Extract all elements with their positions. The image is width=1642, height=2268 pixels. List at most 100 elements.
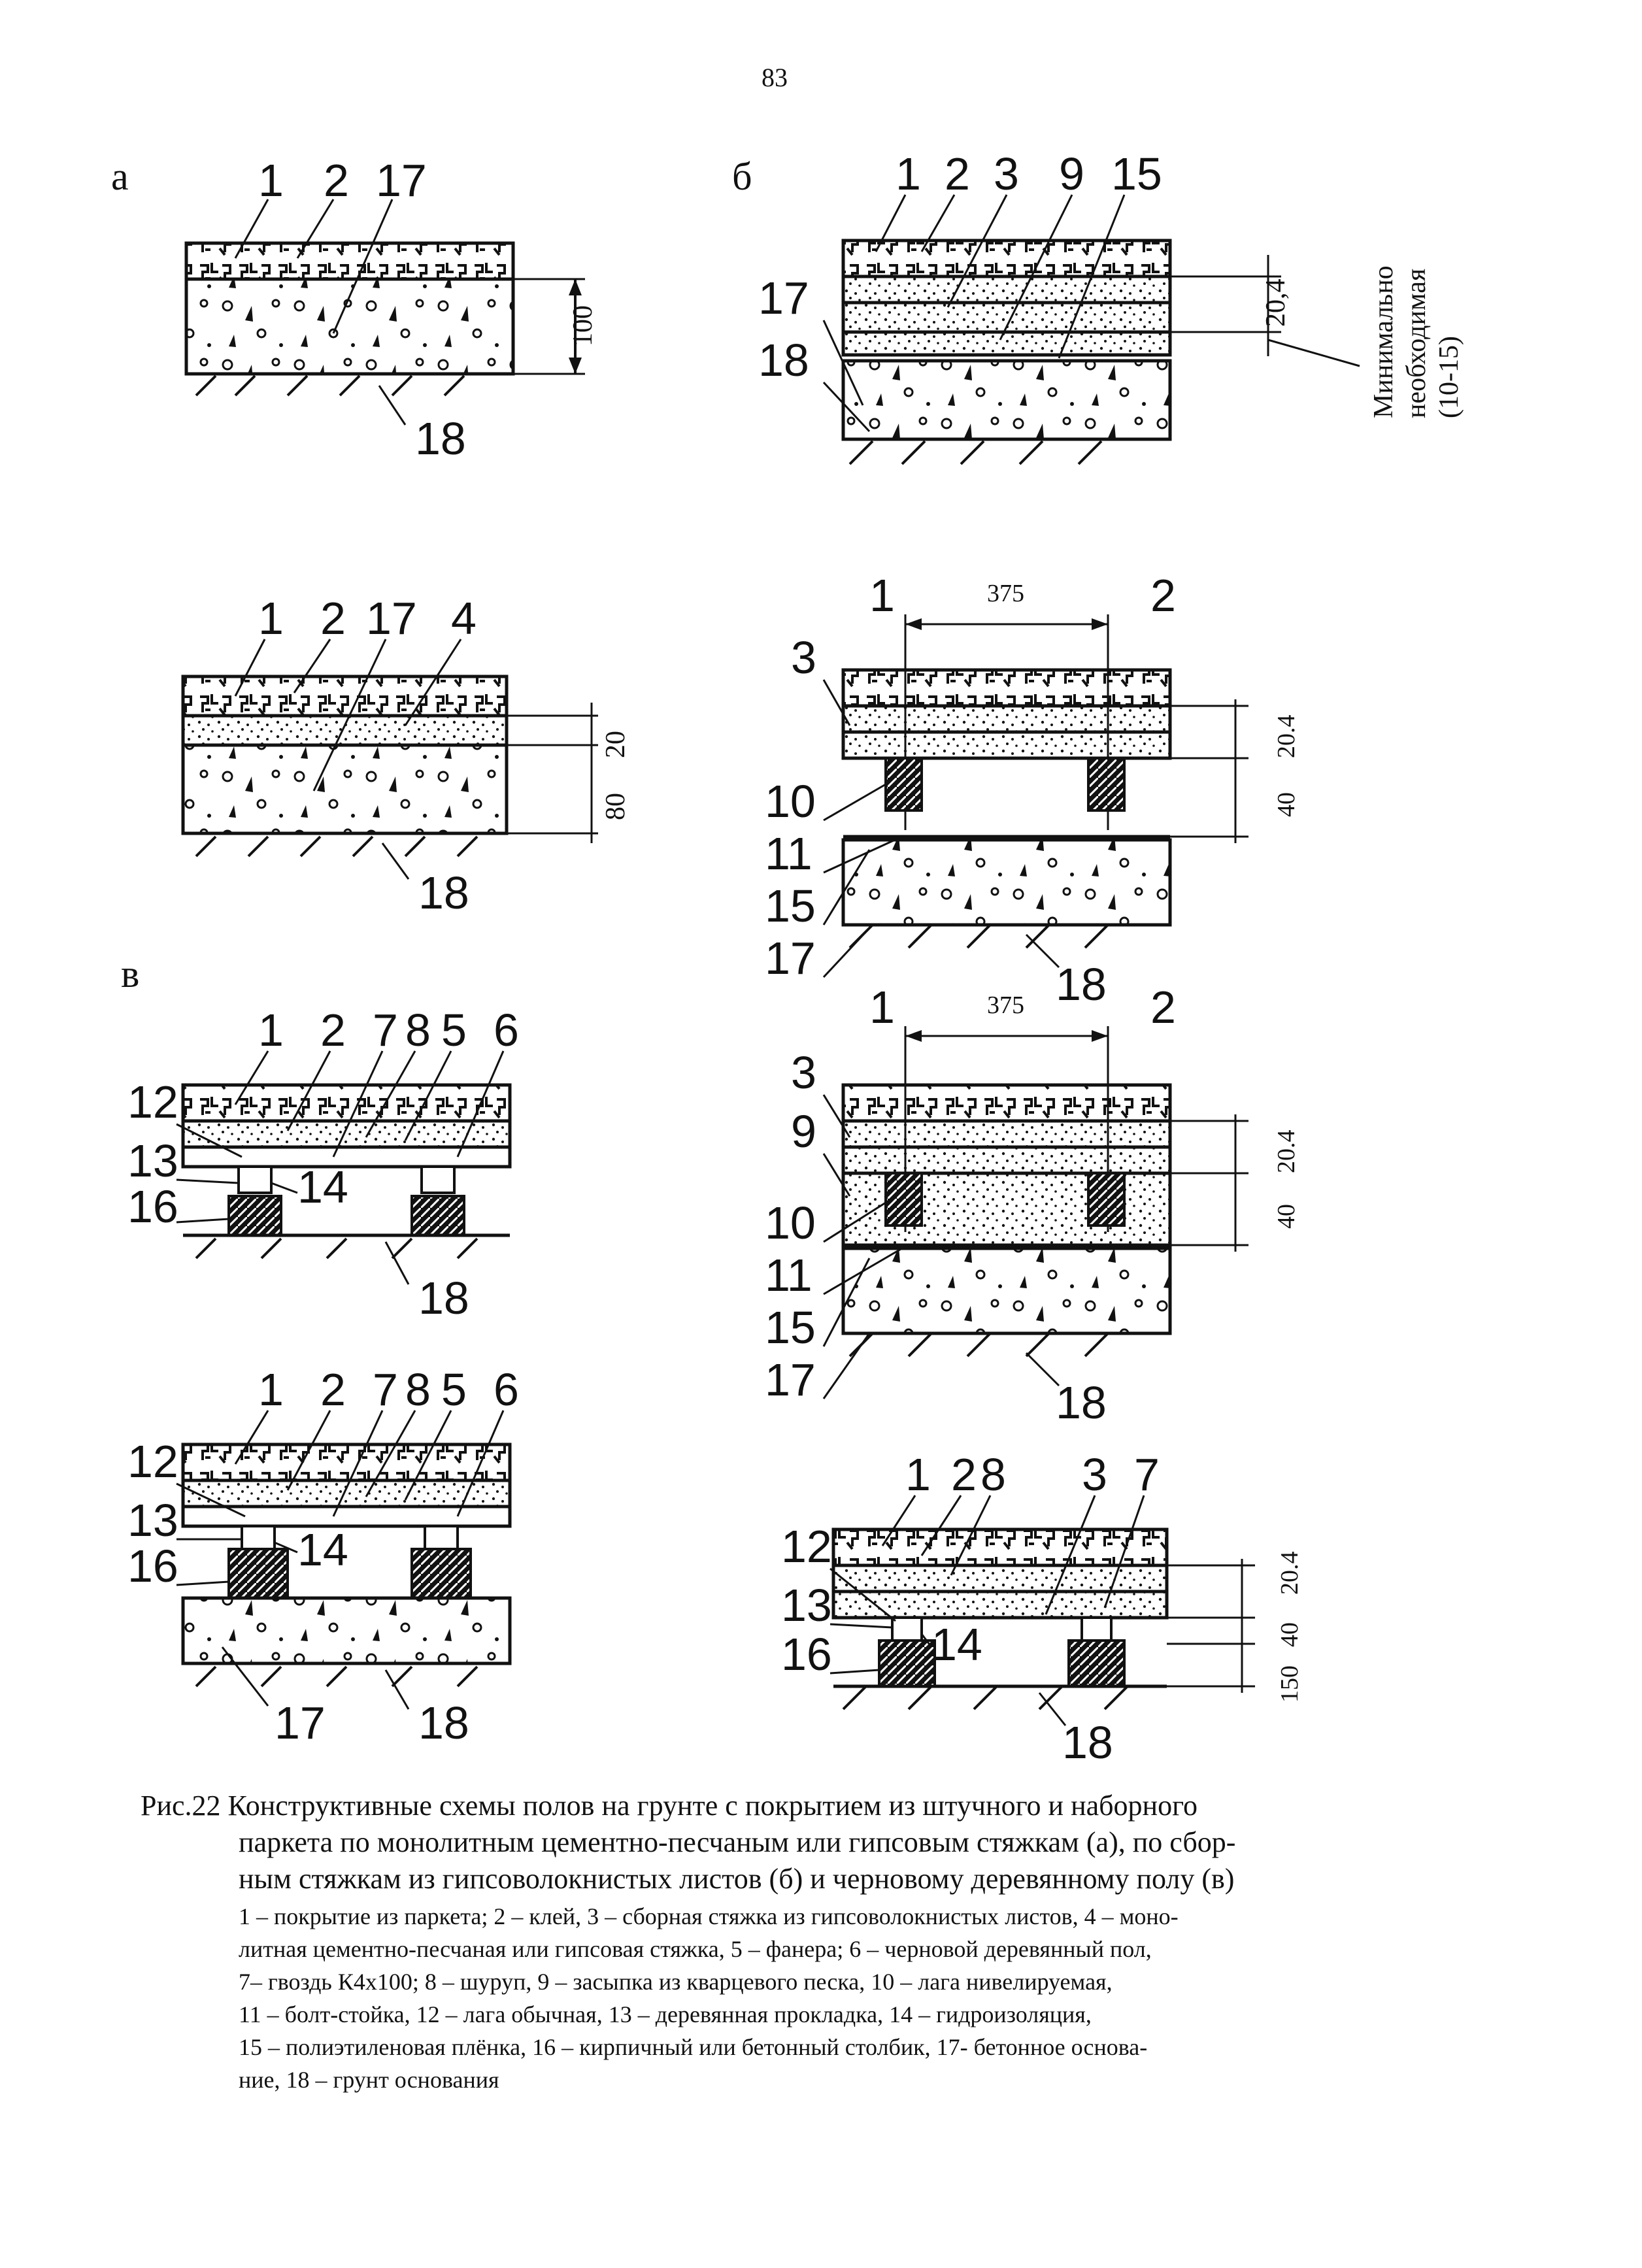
- callouts-b3: 1 2 3 9 10 11 15 17 18: [765, 982, 1176, 1428]
- floor-construction-figure: а 100 1 2 17 18 б 20,4 Минимально: [111, 148, 1464, 1768]
- dim-b1-note-3: (10-15): [1434, 336, 1464, 418]
- callout-a2-2: 2: [320, 593, 346, 644]
- dim-b3-span: 375: [987, 992, 1024, 1019]
- callout-v2-8: 8: [405, 1364, 431, 1415]
- section-v3-diagram: 20.4 40 150 1 2 8 3 7 12 13 14 16 18: [781, 1449, 1303, 1768]
- dim-b3-bottom: 40: [1273, 1204, 1300, 1229]
- dim-a2-bottom: 80: [601, 793, 631, 820]
- callout-b3-1: 1: [869, 982, 895, 1033]
- callout-b3-2: 2: [1150, 982, 1176, 1033]
- callout-v2-2: 2: [320, 1364, 346, 1415]
- callout-b2-1: 1: [869, 570, 895, 621]
- legend-line-4: 11 – болт-стойка, 12 – лага обычная, 13 …: [239, 2001, 1092, 2027]
- section-v1-diagram: в 1 2 7 8 5 6 12 13 14 16 18: [121, 952, 519, 1324]
- callout-v1-5: 5: [441, 1005, 467, 1056]
- section-a2-diagram: 20 80 1 2 17 4 18: [181, 593, 631, 918]
- callout-v2-7: 7: [373, 1364, 398, 1415]
- concrete-base-layer: [184, 277, 515, 376]
- callouts-b2: 1 2 3 10 11 15 17 18: [765, 570, 1176, 1010]
- dim-a1-thickness: 100: [568, 305, 598, 346]
- dim-v3-bottom: 150: [1276, 1665, 1303, 1703]
- callout-b3-3: 3: [791, 1047, 816, 1098]
- section-b1-diagram: б 20,4 Минимально необходимая (10-15) 1 …: [732, 148, 1464, 465]
- dim-b2-top: 20.4: [1273, 715, 1300, 759]
- caption-title-line-3: ным стяжкам из гипсоволокнистых листов (…: [239, 1863, 1235, 1895]
- callout-a1-1: 1: [258, 155, 284, 206]
- dim-a2-top: 20: [601, 731, 631, 758]
- callout-b3-18: 18: [1056, 1377, 1107, 1428]
- callout-v3-3: 3: [1082, 1449, 1107, 1500]
- callout-v3-12: 12: [781, 1521, 832, 1572]
- legend-line-2: литная цементно-песчаная или гипсовая ст…: [239, 1936, 1152, 1962]
- caption-title-line-2: паркета по монолитным цементно-песчаным …: [239, 1826, 1236, 1858]
- callout-v2-6: 6: [494, 1364, 519, 1415]
- callout-v2-13: 13: [127, 1495, 178, 1546]
- section-label-a: а: [111, 155, 129, 198]
- caption-title: Рис.22 Конструктивные схемы полов на гру…: [141, 1788, 1350, 1897]
- callout-v1-18: 18: [418, 1273, 469, 1324]
- page-number: 83: [762, 63, 788, 92]
- callout-v3-1: 1: [905, 1449, 931, 1500]
- dim-b1-note-1: Минимально: [1369, 265, 1399, 418]
- dim-v3-top: 20.4: [1276, 1552, 1303, 1595]
- callout-b3-17: 17: [765, 1354, 816, 1405]
- callouts-a2: 1 2 17 4 18: [234, 593, 477, 918]
- callout-v1-1: 1: [258, 1005, 284, 1056]
- callout-b2-3: 3: [791, 632, 816, 683]
- dim-b3-top: 20.4: [1273, 1130, 1300, 1174]
- dim-b1-top: 20,4: [1261, 279, 1291, 327]
- callouts-v3: 1 2 8 3 7 12 13 14 16 18: [781, 1449, 1160, 1768]
- callout-b2-10: 10: [765, 776, 816, 827]
- brick-post: [227, 1195, 282, 1237]
- caption-prefix: Рис.22: [141, 1790, 221, 1822]
- legend-line-1: 1 – покрытие из паркета; 2 – клей, 3 – с…: [239, 1903, 1179, 1929]
- dim-b2-span: 375: [987, 580, 1024, 607]
- parquet-layer: [184, 241, 515, 281]
- section-label-b: б: [732, 155, 752, 198]
- callout-v1-13: 13: [127, 1135, 178, 1186]
- callout-v2-16: 16: [127, 1541, 178, 1592]
- callouts-v2: 1 2 7 8 5 6 12 13 14 16 17 18: [127, 1364, 519, 1748]
- callout-b2-18: 18: [1056, 959, 1107, 1010]
- callout-v2-12: 12: [127, 1436, 178, 1487]
- callout-b2-15: 15: [765, 880, 816, 931]
- callout-b1-2: 2: [945, 148, 970, 199]
- callout-v1-7: 7: [373, 1005, 398, 1056]
- brick-post: [410, 1195, 465, 1237]
- callout-v1-16: 16: [127, 1181, 178, 1232]
- callout-a2-4: 4: [451, 593, 477, 644]
- legend-line-5: 15 – полиэтиленовая плёнка, 16 – кирпичн…: [239, 2034, 1148, 2060]
- callout-b1-1: 1: [896, 148, 921, 199]
- adjustable-joist: [884, 757, 923, 812]
- section-a1-diagram: а 100 1 2 17 18: [111, 155, 598, 464]
- figure-caption: Рис.22 Конструктивные схемы полов на гру…: [141, 1788, 1350, 2096]
- callout-b2-17: 17: [765, 933, 816, 984]
- callout-b2-2: 2: [1150, 570, 1176, 621]
- callout-v3-13: 13: [781, 1580, 832, 1631]
- callout-a2-17: 17: [366, 593, 417, 644]
- section-b3-diagram: 375 20.4 40 1 2 3 9 10 11 15 17 18: [765, 982, 1300, 1428]
- monolithic-screed-layer: [181, 714, 509, 747]
- callout-v3-18: 18: [1062, 1717, 1113, 1768]
- adjustable-joist: [1087, 757, 1126, 812]
- dim-b2-bottom: 40: [1273, 792, 1300, 817]
- callout-a2-1: 1: [258, 593, 284, 644]
- callouts-v1: 1 2 7 8 5 6 12 13 14 16 18: [127, 1005, 519, 1324]
- callouts-a1: 1 2 17 18: [234, 155, 466, 464]
- callout-b3-10: 10: [765, 1197, 816, 1248]
- callout-v3-7: 7: [1134, 1449, 1160, 1500]
- callout-v2-17: 17: [275, 1697, 326, 1748]
- callouts-b1: 1 2 3 9 15 17 18: [758, 148, 1162, 433]
- callout-v1-6: 6: [494, 1005, 519, 1056]
- ground-hatch: [195, 375, 465, 397]
- section-b2-diagram: 375 20.4 40 1 2 3 10 11 15 17 18: [765, 570, 1300, 1010]
- legend-line-6: ние, 18 – грунт основания: [239, 2067, 499, 2093]
- callout-v3-2: 2: [951, 1449, 977, 1500]
- section-v2-diagram: 1 2 7 8 5 6 12 13 14 16 17 18: [127, 1364, 519, 1748]
- callout-v2-5: 5: [441, 1364, 467, 1415]
- caption-title-line-1: Конструктивные схемы полов на грунте с п…: [227, 1790, 1198, 1822]
- callout-b3-11: 11: [765, 1250, 813, 1301]
- dim-v3-mid: 40: [1276, 1622, 1303, 1647]
- callout-b1-17: 17: [758, 273, 809, 324]
- callout-b3-9: 9: [791, 1106, 816, 1157]
